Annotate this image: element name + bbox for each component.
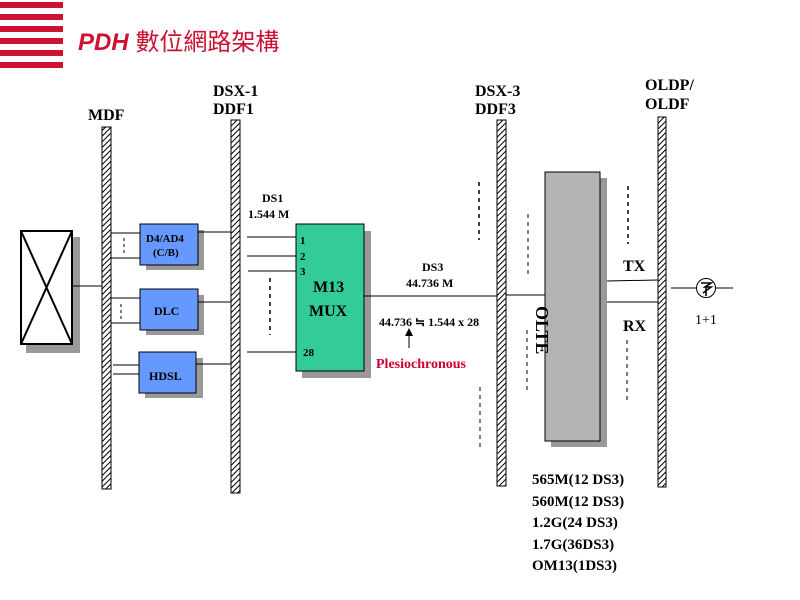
ds3-rate: 44.736 M xyxy=(406,276,454,290)
title-pdh: PDH xyxy=(78,29,129,56)
mux-input-2: 2 xyxy=(300,251,306,263)
protection-switch-icon xyxy=(671,278,733,298)
oldp-label: OLDP/ xyxy=(645,77,694,94)
dlc-box xyxy=(111,288,231,335)
up-arrow-icon xyxy=(405,328,413,348)
mdf-label: MDF xyxy=(88,107,125,124)
mux-input-1: 1 xyxy=(300,235,306,247)
oldp-frame xyxy=(657,116,667,488)
mux-input-28: 28 xyxy=(303,347,314,359)
dsx1-label: DSX-1 xyxy=(213,83,259,100)
mux-label-mux: MUX xyxy=(309,303,348,320)
oldf-label: OLDF xyxy=(645,96,690,113)
ds1-rate: 1.544 M xyxy=(248,207,290,221)
tx-label: TX xyxy=(623,258,646,275)
d4-cb-label: (C/B) xyxy=(153,247,179,259)
page-title: PDH 數位網路架構 xyxy=(78,22,279,57)
rate-equation: 44.736 ≒ 1.544 x 28 xyxy=(379,315,480,329)
ds1-label: DS1 xyxy=(262,191,284,205)
logo-stripes xyxy=(0,2,63,68)
hdsl-box xyxy=(113,351,231,398)
m13-mux-box xyxy=(247,223,497,378)
ddf3-label: DDF3 xyxy=(475,101,516,118)
switch-box xyxy=(20,230,102,353)
rx-label: RX xyxy=(623,318,647,335)
optical-rate-item: 560M(12 DS3) xyxy=(532,493,625,510)
d4-label: D4/AD4 xyxy=(146,233,184,245)
mdf-frame xyxy=(101,126,112,490)
ddf1-label: DDF1 xyxy=(213,101,254,118)
hdsl-label: HDSL xyxy=(149,369,182,383)
dsx3-frame xyxy=(496,119,507,487)
d4-ad4-box xyxy=(111,223,231,270)
ds3-label: DS3 xyxy=(422,260,444,274)
mux-label-m13: M13 xyxy=(313,279,345,296)
olte-label: OLTE xyxy=(532,306,552,355)
optical-rate-item: 1.7G(36DS3) xyxy=(532,536,615,553)
dsx1-frame xyxy=(230,119,241,494)
title-cjk: 數位網路架構 xyxy=(135,29,280,56)
optical-rate-item: OM13(1DS3) xyxy=(532,558,617,574)
optical-rate-item: 565M(12 DS3) xyxy=(532,472,625,488)
mux-input-3: 3 xyxy=(300,266,306,278)
dlc-label: DLC xyxy=(154,304,180,318)
optical-rate-item: 1.2G(24 DS3) xyxy=(532,515,618,531)
olte-box xyxy=(506,171,659,447)
optical-rates-list: 565M(12 DS3) 560M(12 DS3) 1.2G(24 DS3) 1… xyxy=(532,470,624,578)
protection-label: 1+1 xyxy=(695,313,717,328)
dsx3-label: DSX-3 xyxy=(475,83,521,100)
plesiochronous-label: Plesiochronous xyxy=(376,357,466,372)
